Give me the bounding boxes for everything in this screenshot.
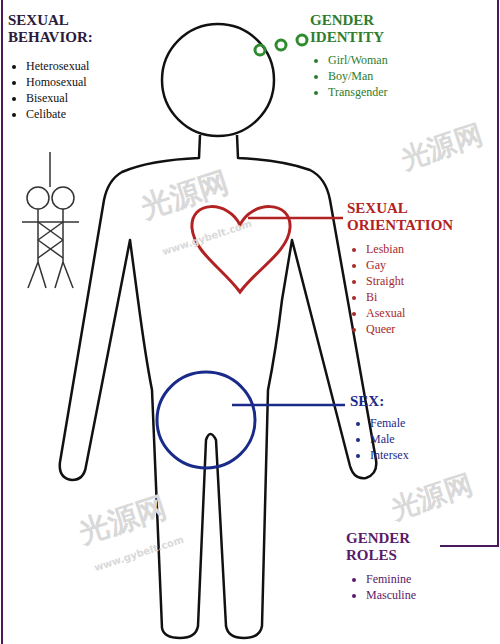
list-item: Asexual [366, 305, 405, 321]
list-item: Intersex [370, 447, 409, 463]
list-item: Bisexual [26, 90, 89, 106]
frame-line [440, 545, 499, 547]
item-list: HeterosexualHomosexualBisexualCelibate [12, 58, 89, 122]
item-list: FeminineMasculine [352, 571, 416, 603]
watermark: 光源网 [136, 162, 234, 229]
list-item: Male [370, 431, 409, 447]
stick-couple [22, 152, 79, 288]
thought-dot [297, 35, 307, 45]
item-list: LesbianGayStraightBiAsexualQueer [352, 241, 405, 337]
list-item: Celibate [26, 106, 89, 122]
thought-dot [276, 40, 286, 50]
frame-line [1, 0, 3, 644]
item-list: Girl/WomanBoy/ManTransgender [314, 52, 388, 100]
thought-dot [255, 45, 265, 55]
head-outline [162, 24, 274, 136]
category-heading: SEXUAL ORIENTATION [347, 200, 497, 234]
list-item: Homosexual [26, 74, 89, 90]
list-item: Boy/Man [328, 68, 388, 84]
watermark: www.gybelt.com [161, 218, 254, 257]
leader-line [248, 217, 343, 220]
watermark: 光源网 [396, 116, 488, 178]
body-outline [60, 135, 377, 638]
list-item: Queer [366, 321, 405, 337]
list-item: Lesbian [366, 241, 405, 257]
list-item: Female [370, 415, 409, 431]
category-heading: SEX: [350, 393, 430, 410]
list-item: Straight [366, 273, 405, 289]
list-item: Gay [366, 257, 405, 273]
list-item: Feminine [366, 571, 416, 587]
pelvis-circle [157, 372, 255, 468]
list-item: Transgender [328, 84, 388, 100]
category-heading: SEXUAL BEHAVIOR: [8, 12, 118, 46]
list-item: Bi [366, 289, 405, 305]
list-item: Masculine [366, 587, 416, 603]
item-list: FemaleMaleIntersex [356, 415, 409, 463]
category-heading: GENDER ROLES [346, 530, 446, 564]
watermark: 光源网 [386, 466, 478, 528]
list-item: Heterosexual [26, 58, 89, 74]
frame-line [497, 0, 499, 546]
list-item: Girl/Woman [328, 52, 388, 68]
leader-line [232, 404, 345, 407]
category-heading: GENDER IDENTITY [310, 12, 430, 46]
